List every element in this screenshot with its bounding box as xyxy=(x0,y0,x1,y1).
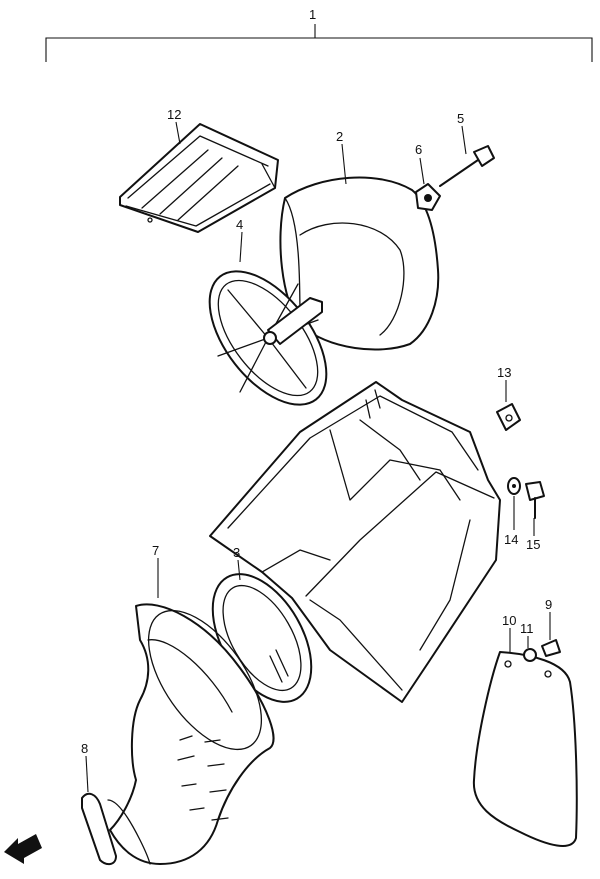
part-5-bolt[interactable] xyxy=(439,145,495,187)
part-8-clamp[interactable] xyxy=(81,792,117,866)
callout-15: 15 xyxy=(526,537,540,552)
leader-lines xyxy=(85,121,551,793)
callout-11: 11 xyxy=(520,621,534,636)
assembly-bracket xyxy=(45,24,593,62)
part-15-bolt[interactable] xyxy=(525,481,545,519)
front-direction-arrow-icon xyxy=(4,834,42,864)
callout-6: 6 xyxy=(415,142,422,157)
part-9-screw[interactable] xyxy=(541,639,561,657)
callout-10: 10 xyxy=(502,613,516,628)
callout-9: 9 xyxy=(545,597,552,612)
callout-14: 14 xyxy=(504,532,518,547)
callout-4: 4 xyxy=(236,217,243,232)
part-12-cover[interactable] xyxy=(119,123,279,233)
callout-7: 7 xyxy=(152,543,159,558)
part-6-nut[interactable] xyxy=(415,183,441,211)
callout-1: 1 xyxy=(309,7,316,22)
part-11-nut[interactable] xyxy=(523,648,537,662)
callout-2: 2 xyxy=(336,129,343,144)
part-7-intake-boot[interactable] xyxy=(107,592,284,865)
callout-8: 8 xyxy=(81,741,88,756)
part-14-washer[interactable] xyxy=(507,477,521,495)
part-13-clip[interactable] xyxy=(496,403,521,431)
callout-12: 12 xyxy=(167,107,181,122)
part-4-filter-cage[interactable] xyxy=(187,251,349,426)
callout-5: 5 xyxy=(457,111,464,126)
callout-3: 3 xyxy=(233,545,240,560)
air-box-case[interactable] xyxy=(209,381,501,703)
callout-13: 13 xyxy=(497,365,511,380)
part-10-mud-guard[interactable] xyxy=(472,651,578,847)
callout-labels: 1 12 2 5 6 4 13 14 15 3 7 9 10 11 8 xyxy=(81,7,552,756)
